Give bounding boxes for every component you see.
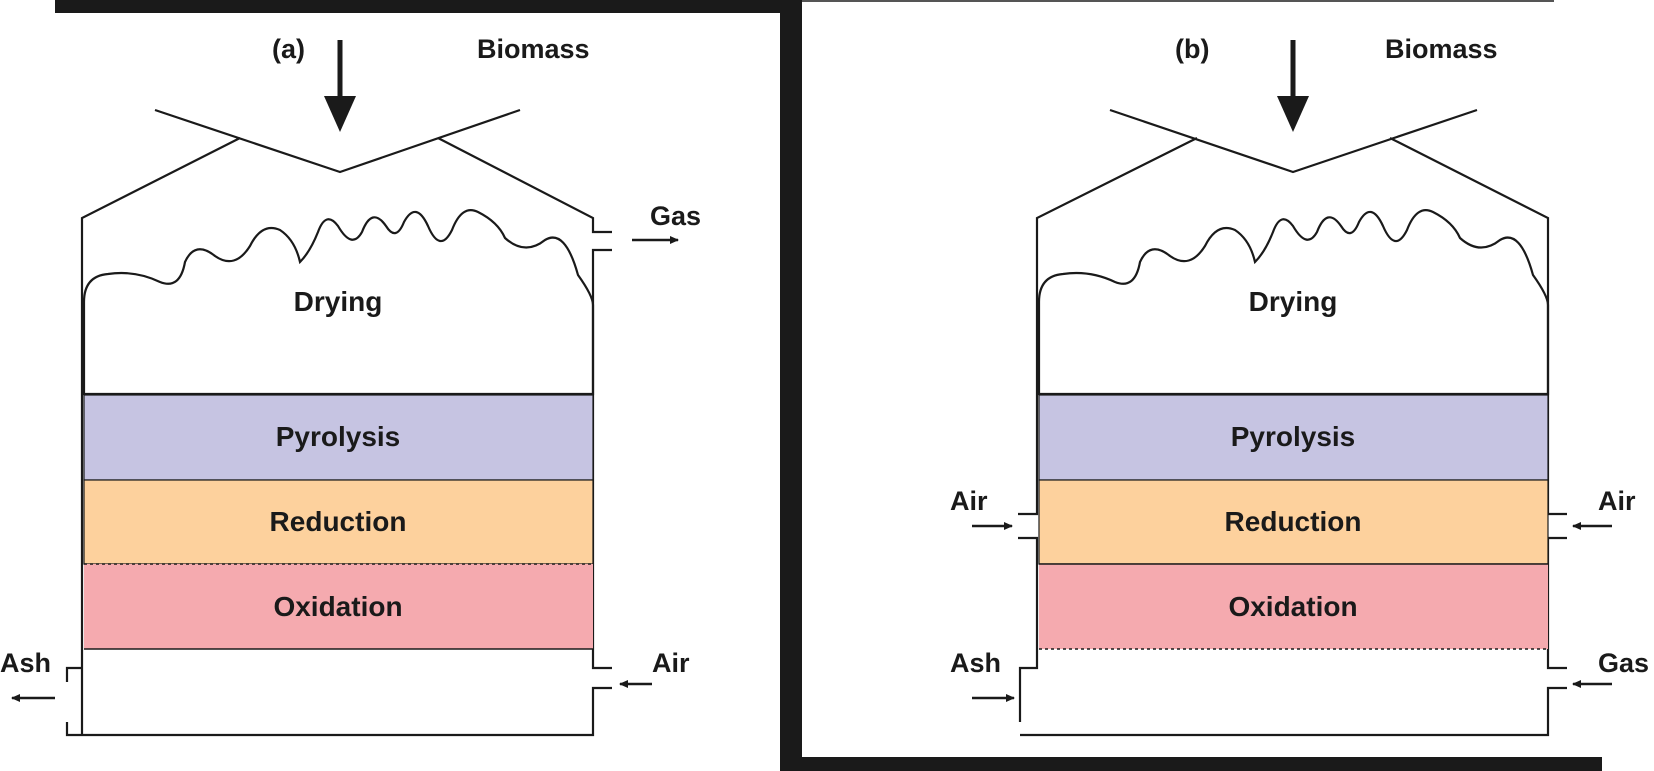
drying-zone-b — [1037, 209, 1550, 396]
panel-a: (a) Biomass Drying Pyrolysis Reduction O… — [0, 34, 701, 737]
panel-a-label: (a) — [272, 34, 305, 64]
biomass-arrow-b — [1277, 40, 1309, 132]
pyrolysis-label-a: Pyrolysis — [276, 421, 401, 452]
oxidation-zone-b — [1039, 564, 1548, 649]
air-label-a: Air — [652, 648, 690, 678]
pyrolysis-label-b: Pyrolysis — [1231, 421, 1356, 452]
top-frame-bar-left — [55, 0, 785, 13]
bottom-frame-bar-right — [780, 757, 1602, 771]
pyrolysis-zone-a — [83, 394, 594, 481]
panel-b: (b) Biomass Drying Pyrolysis Reduction O… — [950, 34, 1649, 737]
pyrolysis-zone-b — [1038, 394, 1549, 481]
ash-label-b: Ash — [950, 648, 1001, 678]
panel-a-biomass-label: Biomass — [477, 34, 590, 64]
air-right-label-b: Air — [1598, 486, 1636, 516]
oxidation-label-b: Oxidation — [1228, 591, 1357, 622]
ash-label-a: Ash — [0, 648, 51, 678]
oxidation-zone-a — [84, 564, 593, 649]
gasifier-shell-a — [65, 137, 612, 737]
reduction-zone-b — [1038, 479, 1549, 565]
drying-label-a: Drying — [294, 286, 383, 317]
panel-b-label: (b) — [1175, 34, 1209, 64]
drying-label-b: Drying — [1249, 286, 1338, 317]
gas-label-a: Gas — [650, 201, 701, 231]
reduction-label-a: Reduction — [270, 506, 407, 537]
oxidation-label-a: Oxidation — [273, 591, 402, 622]
biomass-arrow-a — [324, 40, 356, 132]
hopper-b — [1109, 108, 1478, 174]
hopper-a — [154, 108, 521, 174]
air-left-label-b: Air — [950, 486, 988, 516]
panel-b-biomass-label: Biomass — [1385, 34, 1498, 64]
gas-label-b: Gas — [1598, 648, 1649, 678]
gasifier-shell-b — [1018, 137, 1567, 737]
drying-zone-a — [82, 209, 595, 396]
center-divider — [780, 0, 802, 771]
reduction-zone-a — [83, 479, 594, 565]
reduction-label-b: Reduction — [1225, 506, 1362, 537]
